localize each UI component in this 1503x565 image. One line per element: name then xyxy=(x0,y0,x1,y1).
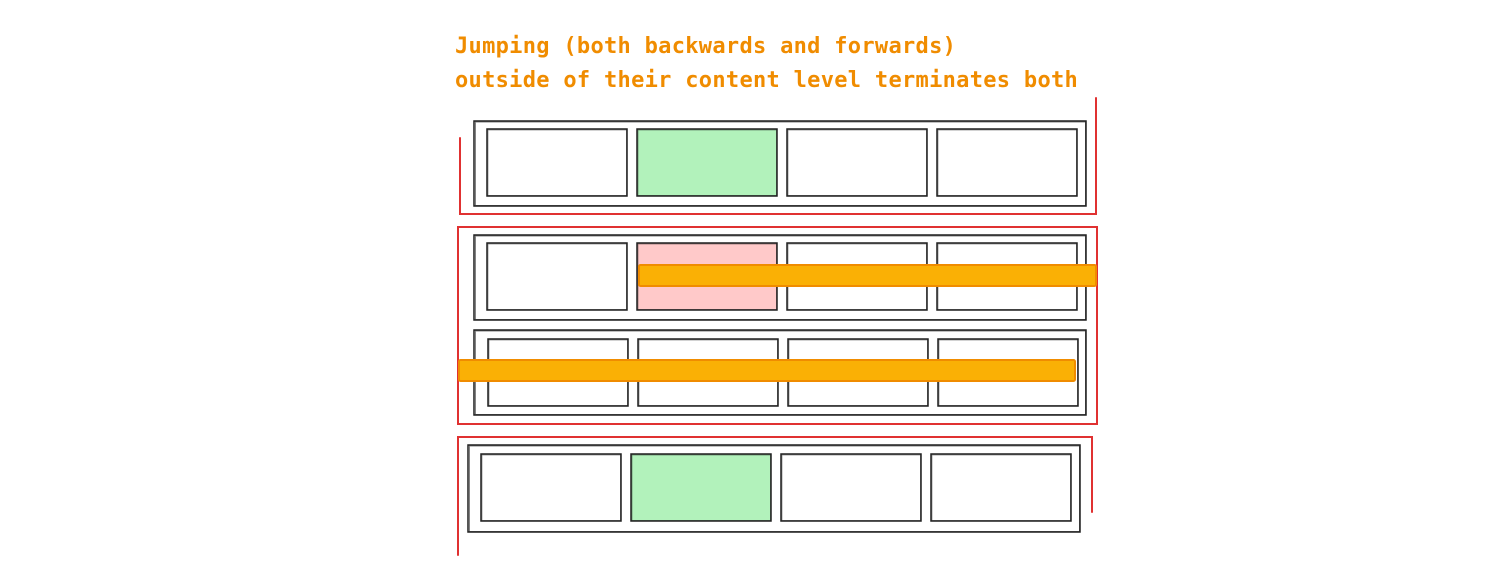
row-1-cell-1-sketch xyxy=(487,129,627,196)
row-1-cell-1-empty xyxy=(486,128,628,197)
row-1-cell-2-active xyxy=(636,128,778,197)
backward-jump-bar xyxy=(458,359,1076,382)
row-4-cell-2-active xyxy=(630,453,772,522)
row-4-cell-4-sketch xyxy=(931,454,1071,521)
row-1-frame-sketch xyxy=(475,121,1086,206)
row-1-cell-4-sketch xyxy=(937,129,1077,196)
diagram-caption: Jumping (both backwards and forwards) ou… xyxy=(455,30,1078,98)
row-1 xyxy=(473,120,1087,207)
content-level-brackets xyxy=(457,97,1098,556)
row-4-cell-3-empty xyxy=(780,453,922,522)
row-2-cell-1-sketch xyxy=(487,243,627,310)
row-1-cell-3-sketch xyxy=(787,129,927,196)
row-4 xyxy=(467,444,1081,533)
forward-jump-bar xyxy=(638,264,1097,287)
row-4-cell-1-sketch xyxy=(481,454,621,521)
row-4-frame-sketch xyxy=(469,445,1080,532)
content-rows xyxy=(467,120,1087,533)
row-4-cell-2-sketch xyxy=(631,454,771,521)
caption-line-1: Jumping (both backwards and forwards) xyxy=(455,34,957,59)
row-4-cell-4-empty xyxy=(930,453,1072,522)
row-4-cell-1-empty xyxy=(480,453,622,522)
terminated-level-bracket xyxy=(457,226,1098,425)
row-1-cell-2-sketch xyxy=(637,129,777,196)
row-1-cell-4-empty xyxy=(936,128,1078,197)
row-2-cell-1-empty xyxy=(486,242,628,311)
row-4-cell-3-sketch xyxy=(781,454,921,521)
caption-line-2: outside of their content level terminate… xyxy=(455,68,1079,93)
level-1-bracket xyxy=(459,97,1097,215)
jump-bars xyxy=(458,264,1097,382)
level-3-bracket xyxy=(457,436,1093,556)
row-1-cell-3-empty xyxy=(786,128,928,197)
